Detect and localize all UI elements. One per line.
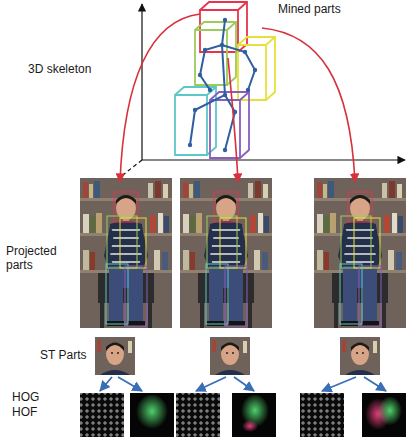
- illustration-circle: [198, 73, 202, 77]
- label-holder: Projected parts: [6, 244, 76, 272]
- label-holder: HOG: [12, 390, 39, 404]
- row-label: Projected parts: [6, 244, 76, 272]
- illustration-g: [190, 20, 255, 150]
- illustration-circle: [223, 148, 227, 152]
- illustration-line: [364, 377, 386, 391]
- label-holder: ST Parts: [40, 348, 86, 362]
- illustration-rect: [130, 393, 174, 437]
- label-holder: 3D skeleton: [28, 62, 91, 76]
- illustration-rect: [300, 393, 344, 437]
- illustration-line: [234, 377, 254, 391]
- illustration-path: [190, 45, 225, 145]
- illustration-rect: [176, 393, 220, 437]
- illustration-g: [130, 393, 174, 437]
- illustration-circle: [220, 43, 224, 47]
- illustration-g: [188, 18, 257, 152]
- illustration-path: [262, 28, 355, 182]
- row-label: ST Parts: [40, 348, 86, 362]
- part-box-3d: [238, 37, 275, 100]
- illustration-use: [210, 337, 250, 375]
- illustration-path: [222, 45, 255, 90]
- illustration-g: [100, 377, 386, 391]
- illustration-use: [80, 178, 172, 328]
- illustration-circle: [188, 143, 192, 147]
- feature-label: HOF: [12, 405, 37, 419]
- illustration-line: [100, 377, 112, 391]
- illustration-circle: [208, 88, 212, 92]
- illustration-ellipse: [136, 395, 168, 431]
- illustration-ellipse: [378, 397, 402, 427]
- illustration-rect: [80, 393, 124, 437]
- illustration-line: [142, 159, 405, 160]
- part-label: Mined parts: [278, 2, 341, 16]
- feature-label: HOG: [12, 390, 39, 404]
- illustration-ellipse: [242, 420, 258, 432]
- label-holder: Mined parts: [278, 2, 341, 16]
- illustration-use: [180, 178, 272, 328]
- illustration-circle: [243, 50, 247, 54]
- illustration-path: [120, 14, 200, 182]
- illustration-g: [362, 393, 406, 437]
- illustration-rect: [362, 393, 406, 437]
- illustration-line: [118, 377, 142, 391]
- illustration-rect: [232, 393, 276, 437]
- illustration-line: [141, 4, 142, 160]
- illustration-path: [200, 20, 225, 90]
- illustration-use: [340, 337, 380, 375]
- part-box-3d: [210, 92, 249, 158]
- illustration-circle: [203, 48, 207, 52]
- illustration-use: [95, 337, 135, 375]
- illustration-line: [322, 377, 356, 391]
- illustration-g: [232, 393, 276, 437]
- illustration-circle: [223, 18, 227, 22]
- label-holder: HOF: [12, 405, 37, 419]
- illustration-circle: [223, 93, 227, 97]
- illustration-circle: [246, 88, 250, 92]
- illustration-g: [175, 2, 275, 158]
- illustration-use: [314, 178, 406, 328]
- illustration-line: [196, 377, 226, 391]
- illustration-path: [228, 58, 238, 182]
- axis-label: 3D skeleton: [28, 62, 91, 76]
- illustration-circle: [253, 68, 257, 72]
- illustration-circle: [193, 108, 197, 112]
